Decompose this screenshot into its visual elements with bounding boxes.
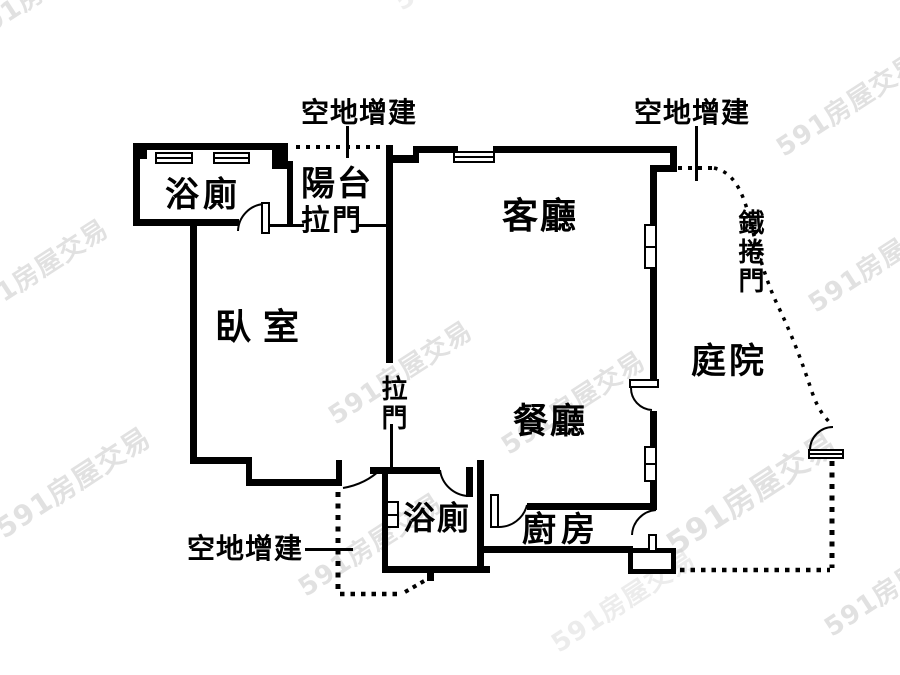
window-icon: [644, 446, 657, 482]
wall-segment: [133, 143, 288, 150]
wall-segment: [386, 145, 393, 363]
wall-segment: [652, 165, 677, 172]
room-label-bathroom-bottom: 浴廁: [403, 499, 472, 537]
wall-segment: [493, 146, 677, 153]
sliding-door-line: [268, 224, 304, 227]
room-label-dining-room: 餐廳: [513, 402, 588, 442]
door-arc-icon: [629, 387, 653, 411]
door-arc-icon: [631, 509, 657, 536]
sliding-door-line: [390, 424, 393, 468]
gate-leaf-icon: [808, 449, 844, 459]
window-icon: [213, 152, 250, 164]
room-label-kitchen: 廚房: [522, 510, 600, 550]
wall-segment: [133, 150, 147, 159]
label-sliding-door-balcony: 拉門: [301, 203, 364, 237]
door-leaf-icon: [261, 202, 270, 234]
wall-segment: [272, 150, 288, 169]
leader-line: [695, 126, 698, 181]
door-arc-icon: [809, 426, 834, 451]
label-sliding-door-bedroom: 拉門: [377, 375, 407, 433]
roller-door-dotted-line: [713, 166, 833, 426]
wall-segment: [246, 457, 252, 486]
wall-segment: [133, 150, 140, 226]
wall-segment: [190, 457, 252, 464]
door-arc-icon: [439, 469, 469, 497]
label-addition-top-left: 空地增建: [301, 96, 418, 129]
wall-segment: [190, 226, 197, 464]
door-arc-icon: [237, 203, 265, 232]
room-label-living-room: 客廳: [502, 196, 579, 237]
wall-segment: [650, 267, 657, 381]
wall-segment: [336, 460, 342, 486]
wall-segment: [650, 165, 657, 226]
wall-segment: [466, 467, 473, 497]
wall-segment: [527, 503, 657, 510]
wall-segment: [370, 467, 440, 474]
wall-segment: [382, 467, 388, 573]
wall-segment: [650, 411, 657, 447]
room-label-courtyard: 庭院: [691, 342, 768, 382]
wall-segment: [413, 146, 458, 153]
room-label-balcony: 陽台: [301, 164, 373, 204]
leader-line: [305, 548, 353, 551]
window-icon: [644, 224, 657, 269]
label-addition-bottom: 空地增建: [187, 532, 304, 565]
wall-segment: [413, 146, 419, 163]
door-leaf-icon: [490, 494, 499, 528]
wall-segment: [386, 155, 417, 163]
wall-segment: [650, 480, 657, 510]
wall-segment: [483, 546, 633, 553]
wall-segment: [427, 573, 434, 581]
window-icon: [386, 501, 399, 528]
room-label-bathroom-top: 浴廁: [165, 175, 241, 215]
wall-segment: [287, 161, 293, 227]
door-arc-icon: [497, 504, 528, 529]
wall-segment: [477, 460, 484, 573]
room-label-bedroom: 臥室: [215, 307, 312, 348]
wall-segment: [133, 219, 239, 226]
door-leaf-icon: [648, 534, 657, 552]
door-leaf-icon: [629, 379, 659, 388]
window-icon: [155, 152, 193, 164]
leader-line: [346, 126, 349, 158]
wall-segment: [246, 479, 339, 486]
sliding-door-line: [357, 224, 387, 227]
label-addition-top-right: 空地增建: [634, 96, 751, 129]
wall-segment: [382, 566, 490, 573]
window-icon: [453, 151, 495, 163]
label-roller-shutter-door: 鐵捲門: [734, 209, 764, 296]
wall-segment: [670, 146, 677, 172]
